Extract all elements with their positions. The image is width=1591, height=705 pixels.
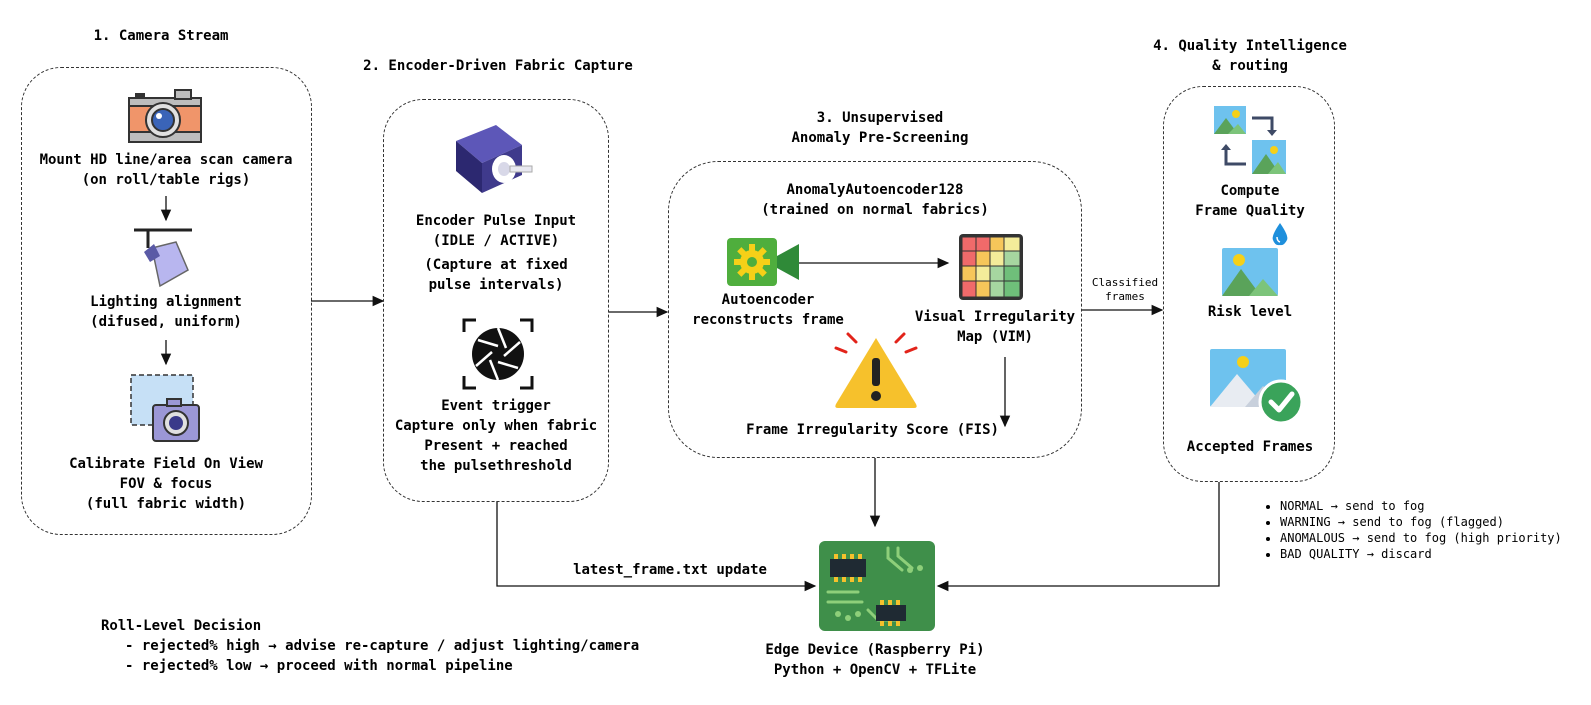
camera-mount-label: Mount HD line/area scan camera (on roll/…: [26, 150, 306, 190]
fov-camera-icon: [130, 374, 200, 442]
classified-line2: frames: [1105, 290, 1145, 303]
routing-item-normal: NORMAL → send to fog: [1280, 498, 1562, 514]
routing-item-anomalous: ANOMALOUS → send to fog (high priority): [1280, 530, 1562, 546]
event-line1: Event trigger: [441, 398, 551, 414]
routing-item-warning: WARNING → send to fog (flagged): [1280, 514, 1562, 530]
section-title-quality-line1: 4. Quality Intelligence: [1153, 38, 1347, 54]
encoder-line1: Encoder Pulse Input: [415, 213, 577, 229]
routing-list: NORMAL → send to fog WARNING → send to f…: [1262, 498, 1562, 562]
encoder-line2: (IDLE / ACTIVE): [432, 233, 560, 249]
event-line2: Capture only when fabric: [394, 418, 598, 434]
autoencoder-line1: Autoencoder: [721, 292, 815, 308]
roll-decision-block: Roll-Level Decision - rejected% high → a…: [101, 616, 639, 676]
heatmap-icon: [959, 234, 1023, 300]
quality-panel: [1163, 86, 1335, 482]
camera-mount-line2: (on roll/table rigs): [81, 172, 251, 188]
section-title-quality-line2: & routing: [1212, 58, 1288, 74]
section-title-anomaly: 3. Unsupervised Anomaly Pre-Screening: [760, 108, 1000, 148]
lighting-label: Lighting alignment (difused, uniform): [46, 292, 286, 332]
fabric-capture-panel: [383, 99, 609, 502]
section-title-anomaly-line1: 3. Unsupervised: [816, 110, 944, 126]
autoencoder-label: Autoencoder reconstructs frame: [683, 290, 853, 330]
compute-line1: Compute: [1220, 183, 1280, 199]
arrow-capture-edge: [496, 501, 817, 592]
model-line2: (trained on normal fabrics): [761, 202, 989, 218]
image-swap-icon: [1214, 106, 1286, 174]
vim-line2: Map (VIM): [957, 329, 1033, 345]
section-title-camera: 1. Camera Stream: [93, 28, 229, 44]
section-title-quality: 4. Quality Intelligence & routing: [1135, 36, 1365, 76]
anomaly-panel: [668, 161, 1082, 458]
image-icon: [1222, 248, 1278, 296]
classified-line1: Classified: [1091, 276, 1159, 289]
circuit-board-icon: [819, 541, 935, 631]
calibrate-line1: Calibrate Field On View: [69, 456, 263, 472]
edge-line1: Edge Device (Raspberry Pi): [765, 642, 985, 658]
camera-mount-line1: Mount HD line/area scan camera: [39, 152, 293, 168]
accepted-image-icon: [1210, 349, 1304, 425]
camera-stream-panel: [21, 67, 312, 535]
model-label: AnomalyAutoencoder128 (trained on normal…: [740, 180, 1010, 220]
edge-device-label: Edge Device (Raspberry Pi) Python + Open…: [735, 640, 1015, 680]
roll-decision-title: Roll-Level Decision: [101, 618, 262, 634]
calibrate-label: Calibrate Field On View FOV & focus (ful…: [36, 454, 296, 514]
latest-frame-label: latest_frame.txt update: [573, 562, 767, 578]
event-line3: Present + reached: [424, 438, 568, 454]
gear-video-icon: [727, 238, 799, 286]
fis-label: Frame Irregularity Score (FIS): [746, 422, 999, 438]
encoder-line4: pulse intervals): [428, 277, 564, 293]
roll-decision-item-high: - rejected% high → advise re-capture / a…: [125, 638, 640, 654]
warning-icon: [834, 332, 918, 408]
section-title-anomaly-line2: Anomaly Pre-Screening: [791, 130, 969, 146]
lighting-line1: Lighting alignment: [90, 294, 242, 310]
encoder-line3: (Capture at fixed: [424, 257, 568, 273]
calibrate-line2: FOV & focus: [119, 476, 213, 492]
droplet-icon: [1272, 223, 1288, 246]
lighting-line2: (difused, uniform): [90, 314, 242, 330]
routing-item-bad-quality: BAD QUALITY → discard: [1280, 546, 1562, 562]
compute-line2: Frame Quality: [1195, 203, 1305, 219]
lamp-icon: [134, 228, 192, 288]
risk-level-label: Risk level: [1207, 304, 1293, 320]
event-line4: the pulsethreshold: [420, 458, 572, 474]
vim-line1: Visual Irregularity: [914, 309, 1076, 325]
arrow-quality-edge: [936, 482, 1220, 592]
encoder-motor-icon: [456, 125, 533, 193]
shutter-icon: [462, 318, 534, 390]
calibrate-line3: (full fabric width): [85, 496, 247, 512]
model-line1: AnomalyAutoencoder128: [786, 182, 964, 198]
accepted-frames-label: Accepted Frames: [1186, 439, 1314, 455]
section-title-capture: 2. Encoder-Driven Fabric Capture: [363, 58, 633, 74]
roll-decision-item-low: - rejected% low → proceed with normal pi…: [125, 658, 513, 674]
encoder-label: Encoder Pulse Input (IDLE / ACTIVE) (Cap…: [383, 211, 609, 295]
classified-frames-label: Classified frames: [1090, 276, 1160, 304]
edge-line2: Python + OpenCV + TFLite: [773, 662, 977, 678]
event-trigger-label: Event trigger Capture only when fabric P…: [383, 396, 609, 476]
camera-icon: [128, 89, 202, 143]
vim-label: Visual Irregularity Map (VIM): [905, 307, 1085, 347]
autoencoder-line2: reconstructs frame: [692, 312, 844, 328]
compute-quality-label: Compute Frame Quality: [1170, 181, 1330, 221]
